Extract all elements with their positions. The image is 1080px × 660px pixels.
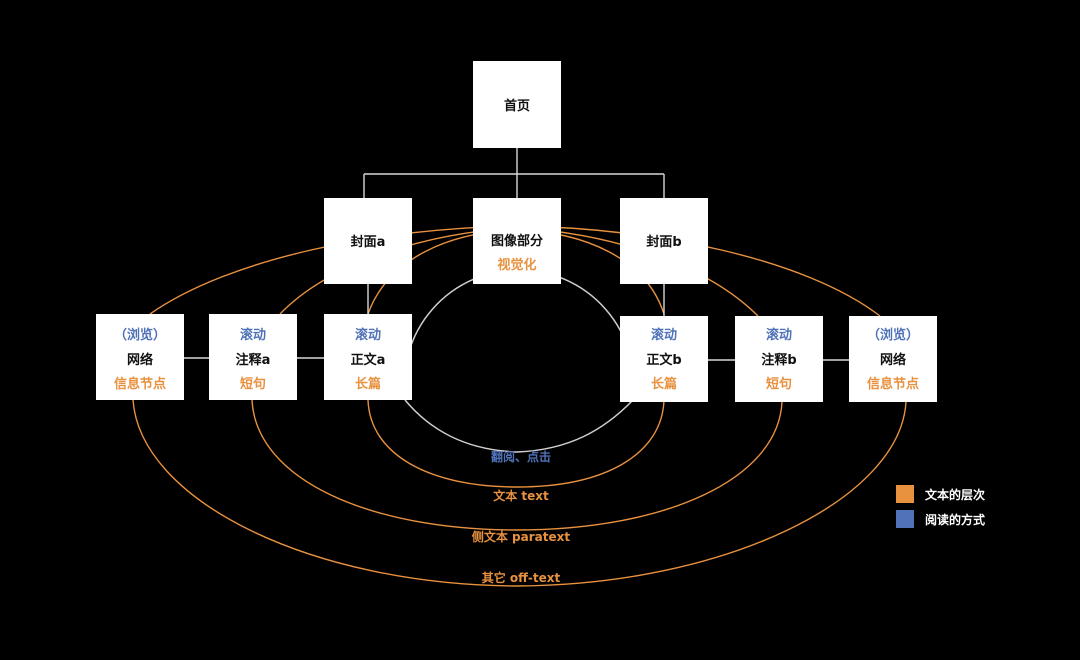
node-image-part-box <box>473 198 561 284</box>
node-network-b-bottom: 信息节点 <box>867 376 919 392</box>
arc-text-bottom <box>367 399 665 488</box>
node-cover-b: 封面b <box>620 198 708 284</box>
node-note-a-box <box>209 314 297 400</box>
node-note-b: 滚动 注释b 短句 <box>735 316 823 402</box>
label-text-layer: 文本 text <box>493 488 549 503</box>
node-note-a-top: 滚动 <box>240 327 266 343</box>
node-cover-a-label: 封面a <box>351 234 386 250</box>
node-image-part-label: 图像部分 <box>491 233 543 249</box>
label-flip-click: 翻阅、点击 <box>491 449 551 464</box>
legend-swatch-blue <box>896 510 914 528</box>
node-note-b-bottom: 短句 <box>766 376 792 392</box>
node-body-b-bottom: 长篇 <box>651 376 677 392</box>
legend-label-reading-modes: 阅读的方式 <box>925 512 985 527</box>
legend: 文本的层次 阅读的方式 <box>896 485 985 528</box>
node-note-a-bottom: 短句 <box>240 376 266 392</box>
node-network-a-bottom: 信息节点 <box>114 376 166 392</box>
node-body-b: 滚动 正文b 长篇 <box>620 316 708 402</box>
node-body-a-box <box>324 314 412 400</box>
node-image-part: 图像部分 视觉化 <box>473 198 561 284</box>
node-home: 首页 <box>473 61 561 148</box>
node-note-a: 滚动 注释a 短句 <box>209 314 297 400</box>
node-network-a-top: （浏览） <box>114 327 166 343</box>
node-body-b-label: 正文b <box>646 352 681 368</box>
node-home-box <box>473 61 561 148</box>
node-network-b: （浏览） 网络 信息节点 <box>849 316 937 402</box>
node-body-a-label: 正文a <box>351 352 386 368</box>
node-body-a-top: 滚动 <box>355 327 381 343</box>
node-body-b-top: 滚动 <box>651 327 677 343</box>
node-network-a-label: 网络 <box>127 352 153 368</box>
arc-offtext-bottom <box>132 399 907 587</box>
reading-circle-top <box>403 269 635 401</box>
legend-label-text-layers: 文本的层次 <box>925 487 985 502</box>
label-paratext-layer: 侧文本 paratext <box>472 529 570 544</box>
node-network-b-box <box>849 316 937 402</box>
reading-circle-bottom <box>404 399 634 453</box>
node-body-b-box <box>620 316 708 402</box>
label-offtext-layer: 其它 off-text <box>482 570 561 585</box>
node-cover-b-label: 封面b <box>646 234 681 250</box>
node-network-a: （浏览） 网络 信息节点 <box>96 314 184 400</box>
node-cover-b-box <box>620 198 708 284</box>
node-network-b-top: （浏览） <box>867 327 919 343</box>
node-note-a-label: 注释a <box>236 352 271 368</box>
node-body-a-bottom: 长篇 <box>355 376 381 392</box>
node-network-b-label: 网络 <box>880 352 906 368</box>
node-cover-a: 封面a <box>324 198 412 284</box>
legend-swatch-orange <box>896 485 914 503</box>
node-home-label: 首页 <box>504 98 530 114</box>
node-network-a-box <box>96 314 184 400</box>
arc-paratext-bottom <box>251 399 783 531</box>
node-image-part-sub: 视觉化 <box>497 257 536 273</box>
node-body-a: 滚动 正文a 长篇 <box>324 314 412 400</box>
node-note-b-label: 注释b <box>761 352 796 368</box>
node-note-b-top: 滚动 <box>766 327 792 343</box>
tree-connectors <box>183 148 849 361</box>
node-note-b-box <box>735 316 823 402</box>
node-cover-a-box <box>324 198 412 284</box>
